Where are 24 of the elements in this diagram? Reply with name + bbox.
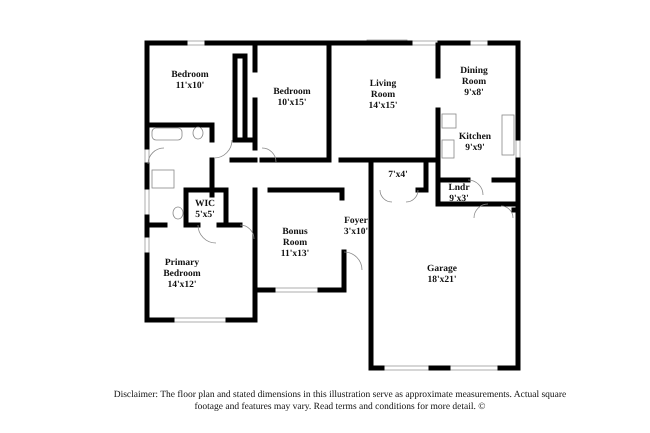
room-name: 14'x15' xyxy=(367,101,399,112)
room-name: Foyer xyxy=(343,216,369,227)
room-name: Kitchen xyxy=(458,132,492,143)
room-name: Primary Bedroom xyxy=(162,258,202,280)
room-name: 7'x4' xyxy=(387,170,409,181)
room-dimensions: 3'x10' xyxy=(342,227,370,238)
room-dimensions: 5'x5' xyxy=(194,210,216,221)
room-name: 9'x8' xyxy=(463,88,485,99)
room-name: 11'x10' xyxy=(174,81,206,92)
room-name: Dining Room xyxy=(459,66,489,88)
room-dimensions: 9'x3' xyxy=(448,194,470,205)
room-name: Lndr xyxy=(447,183,471,194)
room-dimensions: 14'x12' xyxy=(166,280,198,291)
room-name: 9'x9' xyxy=(464,143,486,154)
room-name: Bedroom xyxy=(170,70,210,81)
room-dimensions: 11'x13' xyxy=(280,249,310,260)
disclaimer-text: Disclaimer: The floor plan and stated dimensions in this illustration serve as approximate measurements. Actual square footage and features may vary. Read terms and conditions for more detail. © xyxy=(112,390,568,413)
room-dimensions: 18'x21' xyxy=(426,275,458,286)
room-name: Bedroom xyxy=(272,87,312,98)
room-name: 10'x15' xyxy=(276,98,308,109)
room-name: Bonus Room xyxy=(281,227,309,249)
room-name: WIC xyxy=(194,199,216,210)
room-name: Living Room xyxy=(368,79,398,101)
room-name: Garage xyxy=(426,264,458,275)
